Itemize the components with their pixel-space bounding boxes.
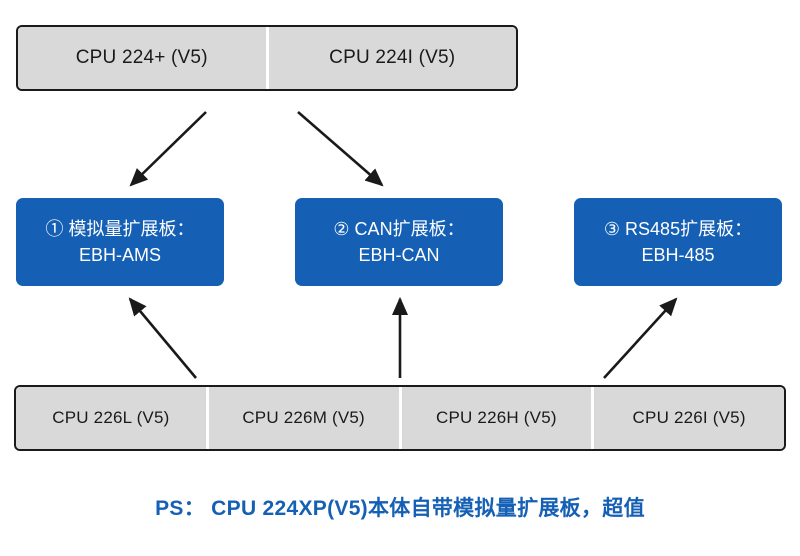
bottom-cpu-group: CPU 226L (V5) CPU 226M (V5) CPU 226H (V5… [14,385,786,451]
footer-note: PS： CPU 224XP(V5)本体自带模拟量扩展板，超值 [155,497,645,520]
cpu-cell-224plus[interactable]: CPU 224+ (V5) [18,27,269,89]
board-2-title: ② CAN扩展板： [333,218,465,239]
cpu-cell-226i[interactable]: CPU 226I (V5) [594,387,784,449]
board-1-title: ① 模拟量扩展板： [45,218,195,239]
board-3-model: EBH-485 [641,245,715,265]
arrow-top-left-to-board-1 [129,111,207,187]
cpu-cell-226h[interactable]: CPU 226H (V5) [401,387,595,449]
board-2-model: EBH-CAN [358,245,440,265]
cpu-cell-226m[interactable]: CPU 226M (V5) [208,387,402,449]
cpu-cell-224i[interactable]: CPU 224I (V5) [268,27,516,89]
arrow-bottom-226H-to-board-3 [603,297,678,379]
board-1-model: EBH-AMS [78,245,161,265]
cpu-cell-226l[interactable]: CPU 226L (V5) [16,387,209,449]
board-3-title: ③ RS485扩展板： [603,218,753,239]
arrow-bottom-226L-to-board-1 [128,297,197,379]
board-analog-expansion[interactable]: ① 模拟量扩展板： EBH-AMS [16,198,224,286]
top-cpu-group: CPU 224+ (V5) CPU 224I (V5) [16,25,518,91]
board-can-expansion[interactable]: ② CAN扩展板： EBH-CAN [295,198,503,286]
board-rs485-expansion[interactable]: ③ RS485扩展板： EBH-485 [574,198,782,286]
arrow-top-right-to-board-2 [297,111,384,187]
